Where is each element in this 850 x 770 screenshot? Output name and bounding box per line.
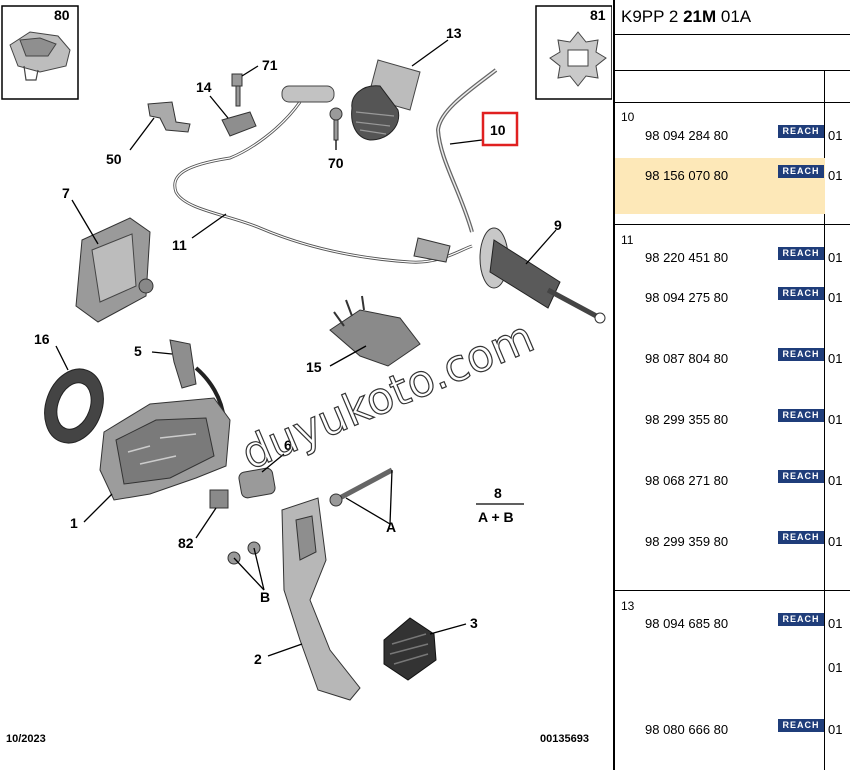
group-number: 10 [621, 110, 635, 124]
table-subheader [615, 34, 850, 103]
callout-b: B [260, 589, 270, 605]
part-reference[interactable]: 98 094 685 80 [645, 616, 729, 631]
reach-badge: REACH [778, 287, 824, 300]
quantity: 01 [828, 250, 843, 265]
part-13-master-cylinder [281, 59, 421, 141]
diagram-canvas: 80 81 13 71 14 50 70 7 11 9 16 5 15 6 1 … [1, 5, 612, 745]
callout-7: 7 [62, 185, 70, 201]
callout-80: 80 [54, 7, 70, 23]
part-15-harness [329, 295, 421, 367]
part-14-clip [221, 111, 257, 137]
callout-6: 6 [284, 437, 292, 453]
quantity: 01 [828, 128, 843, 143]
reach-badge: REACH [778, 470, 824, 483]
inset-box-81 [535, 5, 612, 100]
reach-badge: REACH [778, 165, 824, 178]
part-reference[interactable]: 98 220 451 80 [645, 250, 729, 265]
part-3-pedal-pad [383, 617, 437, 681]
part-6-switch [238, 467, 276, 499]
group-number: 11 [621, 233, 634, 247]
callout-5: 5 [134, 343, 142, 359]
part-11-hydraulic-pipe [173, 101, 473, 264]
callout-a: A [386, 519, 396, 535]
part-reference[interactable]: 98 156 070 80 [645, 168, 729, 183]
part-81-star-washer [549, 31, 607, 87]
diagram-date: 10/2023 [6, 733, 46, 745]
part-1-pedal-box [99, 397, 231, 501]
part-9-slave-cylinder [413, 227, 606, 324]
part-reference[interactable]: 98 068 271 80 [645, 473, 729, 488]
part-reference[interactable]: 98 094 284 80 [645, 128, 729, 143]
reach-badge: REACH [778, 409, 824, 422]
callout-labels: 80 81 13 71 14 50 70 7 11 9 16 5 15 6 1 … [34, 7, 606, 667]
callout-50: 50 [106, 151, 122, 167]
parts-diagram: 80 81 13 71 14 50 70 7 11 9 16 5 15 6 1 … [1, 5, 612, 745]
callout-13: 13 [446, 25, 462, 41]
part-16-seal [44, 368, 104, 444]
table-header: K9PP 2 21M 01A [615, 0, 850, 35]
quantity: 01 [828, 616, 843, 631]
quantity: 01 [828, 290, 843, 305]
part-50-clip [147, 101, 191, 133]
part-70-screw [329, 107, 343, 141]
callout-11: 11 [172, 237, 187, 253]
part-71-fitting [231, 73, 243, 107]
diagram-reference: 00135693 [540, 733, 589, 745]
inset-box-80 [1, 5, 79, 100]
callout-70: 70 [328, 155, 344, 171]
group-divider [615, 590, 850, 591]
reach-badge: REACH [778, 348, 824, 361]
part-reference[interactable]: 98 087 804 80 [645, 351, 729, 366]
subheader-divider [615, 70, 850, 71]
reach-badge: REACH [778, 613, 824, 626]
quantity: 01 [828, 534, 843, 549]
part-2-pedal-arm [281, 497, 361, 701]
callout-15: 15 [306, 359, 322, 375]
quantity: 01 [828, 660, 843, 675]
part-reference[interactable]: 98 299 359 80 [645, 534, 729, 549]
part-reference[interactable]: 98 094 275 80 [645, 290, 729, 305]
callout-16: 16 [34, 331, 50, 347]
quantity: 01 [828, 351, 843, 366]
reach-badge: REACH [778, 125, 824, 138]
callout-10-highlight-box [481, 111, 519, 147]
callout-1: 1 [70, 515, 78, 531]
quantity: 01 [828, 168, 843, 183]
callout-2: 2 [254, 651, 262, 667]
callout-71: 71 [262, 57, 278, 73]
part-7-bracket [75, 217, 154, 323]
callout-9: 9 [554, 217, 562, 233]
part-reference[interactable]: 98 080 666 80 [645, 722, 729, 737]
part-82-clip [209, 489, 229, 509]
quantity: 01 [828, 412, 843, 427]
leader-lines [55, 39, 557, 657]
group-number: 13 [621, 599, 635, 613]
quantity: 01 [828, 722, 843, 737]
callout-81: 81 [590, 7, 606, 23]
reach-badge: REACH [778, 719, 824, 732]
group-divider [615, 224, 850, 225]
part-80-clip [9, 31, 71, 81]
callout-10: 10 [490, 122, 506, 138]
callout-82: 82 [178, 535, 194, 551]
part-10-cable [435, 68, 498, 233]
callout-3: 3 [470, 615, 478, 631]
reach-badge: REACH [778, 531, 824, 544]
reach-badge: REACH [778, 247, 824, 260]
callout-14: 14 [196, 79, 212, 95]
quantity: 01 [828, 473, 843, 488]
callout-a-plus-b: A + B [478, 509, 514, 525]
column-divider [824, 70, 825, 770]
part-reference[interactable]: 98 299 355 80 [645, 412, 729, 427]
part-a-bolt [329, 467, 394, 507]
parts-table: K9PP 2 21M 01A 10 98 094 284 80 REACH 01 98 … [613, 0, 850, 770]
model-code: K9PP 2 21M 01A [621, 7, 752, 26]
callout-8: 8 [494, 485, 502, 501]
